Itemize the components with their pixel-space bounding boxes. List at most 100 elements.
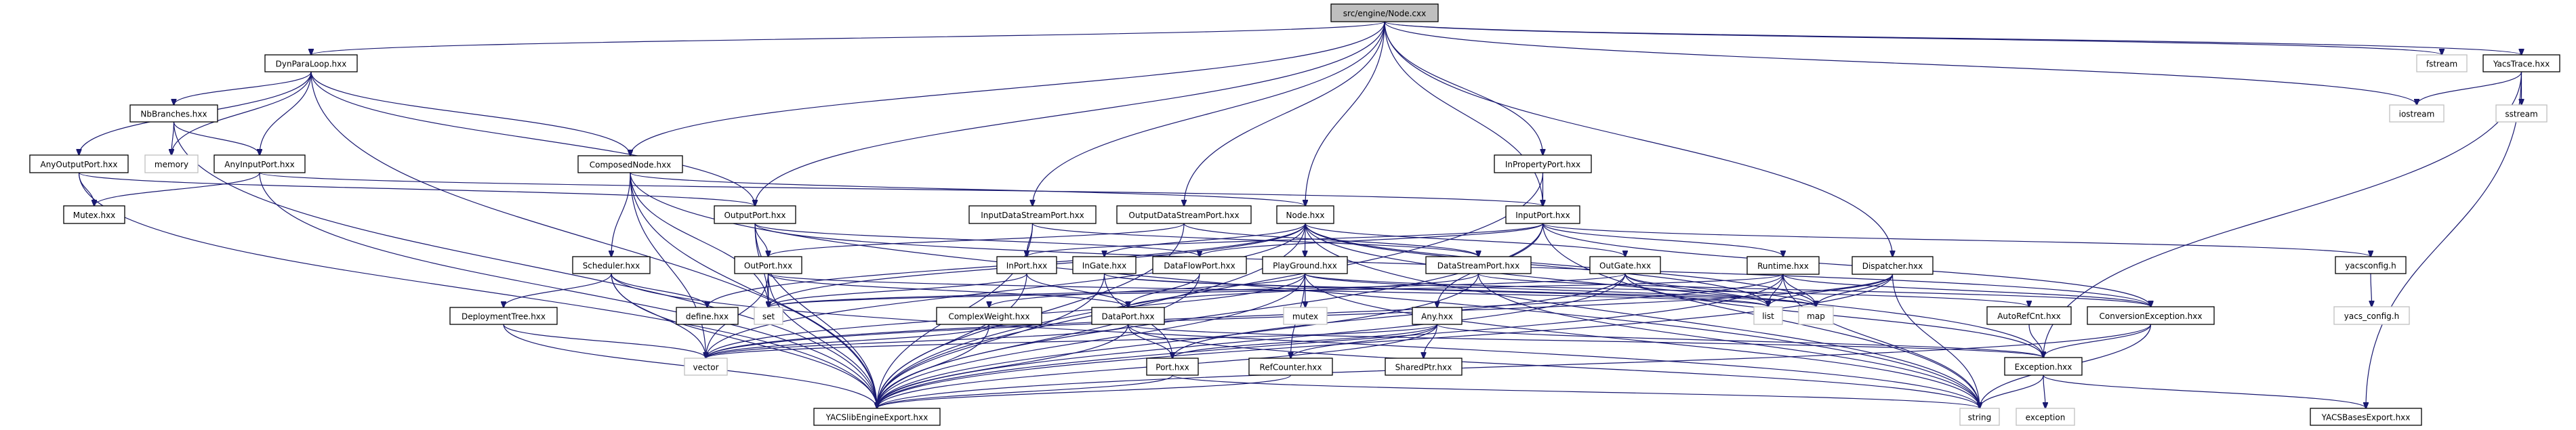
- node-in-property-port[interactable]: InPropertyPort.hxx: [1494, 154, 1592, 173]
- edge-dispatcher-to-string: [1892, 274, 1980, 408]
- node-label: DataFlowPort.hxx: [1164, 261, 1235, 271]
- edge-node-hxx-to-in-gate: [1105, 223, 1306, 257]
- edge-dyn-para-loop-to-yacslib-engine-export: [310, 71, 877, 408]
- node-runtime[interactable]: Runtime.hxx: [1746, 256, 1820, 275]
- node-box: [1248, 358, 1333, 376]
- nodes: src/engine/Node.cxxDynParaLoop.hxxNbBran…: [29, 3, 2560, 426]
- node-box: [1146, 358, 1199, 376]
- node-box: [1986, 306, 2072, 325]
- node-data-stream-port[interactable]: DataStreamPort.hxx: [1425, 256, 1532, 274]
- edge-yacsconfig-to-yacs-config: [2371, 273, 2372, 307]
- node-any-output-port[interactable]: AnyOutputPort.hxx: [29, 154, 129, 173]
- node-data-flow-port[interactable]: DataFlowPort.hxx: [1152, 256, 1247, 274]
- edge-input-data-stream-port-to-data-stream-port: [1031, 223, 1479, 257]
- edge-runtime-to-set: [769, 274, 1784, 307]
- node-label: memory: [155, 160, 188, 169]
- edge-data-stream-port-to-yacslib-engine-export: [877, 273, 1479, 408]
- edge-data-port-to-yacslib-engine-export: [877, 324, 1129, 408]
- node-composed-node[interactable]: ComposedNode.hxx: [577, 155, 683, 173]
- node-label: DataPort.hxx: [1101, 312, 1154, 322]
- node-label: OutputPort.hxx: [724, 211, 785, 220]
- edge-any-output-port-to-yacslib-engine-export: [78, 172, 878, 408]
- node-out-port[interactable]: OutPort.hxx: [734, 256, 802, 274]
- node-ref-counter[interactable]: RefCounter.hxx: [1248, 358, 1333, 376]
- node-vector: vector: [684, 358, 728, 376]
- node-scheduler[interactable]: Scheduler.hxx: [572, 256, 651, 274]
- edge-out-gate-to-set: [769, 273, 1626, 307]
- node-label: mutex: [1292, 312, 1318, 322]
- node-play-ground[interactable]: PlayGround.hxx: [1262, 256, 1348, 274]
- node-box: [1276, 205, 1334, 224]
- node-data-port[interactable]: DataPort.hxx: [1091, 307, 1165, 325]
- edge-root-to-node-hxx: [1305, 21, 1385, 206]
- node-node-hxx[interactable]: Node.hxx: [1276, 205, 1334, 224]
- node-label: InputPort.hxx: [1515, 211, 1570, 220]
- node-yacs-trace[interactable]: YacsTrace.hxx: [2482, 54, 2560, 72]
- node-box: [449, 307, 558, 325]
- node-auto-ref-cnt[interactable]: AutoRefCnt.hxx: [1986, 306, 2072, 325]
- node-output-data-stream-port[interactable]: OutputDataStreamPort.hxx: [1116, 205, 1252, 224]
- node-output-port[interactable]: OutputPort.hxx: [714, 205, 796, 224]
- edge-node-hxx-to-out-gate: [1305, 223, 1625, 257]
- node-label: set: [762, 312, 775, 322]
- node-label: string: [1968, 413, 1991, 423]
- node-label: ComplexWeight.hxx: [948, 312, 1029, 322]
- node-exception[interactable]: Exception.hxx: [2004, 357, 2083, 376]
- edge-exception-to-string: [1980, 374, 2044, 408]
- node-out-gate[interactable]: OutGate.hxx: [1589, 256, 1661, 274]
- node-input-data-stream-port[interactable]: InputDataStreamPort.hxx: [968, 205, 1097, 224]
- edge-output-data-stream-port-to-data-stream-port: [1183, 223, 1479, 257]
- node-list: list: [1753, 306, 1783, 325]
- node-label: Runtime.hxx: [1757, 261, 1809, 271]
- edge-root-to-input-port: [1384, 21, 1543, 206]
- node-label: Dispatcher.hxx: [1862, 261, 1923, 271]
- node-label: Exception.hxx: [2015, 362, 2072, 372]
- edge-port-to-string: [1172, 374, 1980, 408]
- node-box: [1152, 256, 1247, 274]
- node-root[interactable]: src/engine/Node.cxx: [1330, 3, 1439, 22]
- node-any-input-port[interactable]: AnyInputPort.hxx: [213, 154, 306, 173]
- edge-out-gate-to-list: [1624, 273, 1768, 307]
- node-yacsconfig[interactable]: yacsconfig.h: [2335, 256, 2407, 274]
- edge-any-output-port-to-mutex: [78, 172, 95, 206]
- edge-input-port-to-yacsconfig: [1542, 223, 2371, 257]
- node-label: AutoRefCnt.hxx: [1997, 311, 2061, 321]
- node-define[interactable]: define.hxx: [676, 307, 739, 325]
- node-port[interactable]: Port.hxx: [1146, 358, 1199, 376]
- edge-scheduler-to-string: [611, 273, 1980, 408]
- edge-node-hxx-to-list: [1305, 223, 1768, 307]
- edge-dispatcher-to-yacslib-engine-export: [877, 274, 1894, 408]
- node-label: Port.hxx: [1156, 363, 1189, 372]
- edge-conversion-exception-to-yacslib-engine-export: [877, 324, 2152, 408]
- node-in-gate[interactable]: InGate.hxx: [1072, 256, 1137, 274]
- node-box: [1852, 256, 1934, 275]
- edge-runtime-to-string: [1782, 274, 1980, 408]
- node-box: [1589, 256, 1661, 274]
- node-complex-weight[interactable]: ComplexWeight.hxx: [936, 307, 1042, 325]
- edge-ref-counter-to-yacslib-engine-export: [877, 374, 1292, 408]
- edge-exception-to-yacsbases-export: [2043, 374, 2366, 408]
- node-yacslib-engine-export[interactable]: YACSlibEngineExport.hxx: [813, 408, 941, 426]
- node-in-port[interactable]: InPort.hxx: [996, 256, 1057, 274]
- node-label: src/engine/Node.cxx: [1343, 9, 1426, 18]
- edge-data-port-to-exception: [1127, 324, 2044, 358]
- edge-runtime-to-map: [1782, 274, 1816, 307]
- edge-any-to-port: [1172, 324, 1438, 358]
- edge-root-to-input-data-stream-port: [1033, 21, 1385, 206]
- node-conversion-exception[interactable]: ConversionException.hxx: [2087, 306, 2215, 325]
- node-yacsbases-export[interactable]: YACSBasesExport.hxx: [2310, 408, 2422, 426]
- node-any[interactable]: Any.hxx: [1412, 307, 1463, 325]
- node-label: yacs_config.h: [2344, 311, 2399, 321]
- node-dyn-para-loop[interactable]: DynParaLoop.hxx: [264, 54, 358, 72]
- edge-data-stream-port-to-conversion-exception: [1477, 273, 2151, 307]
- node-label: map: [1807, 311, 1825, 321]
- node-mutex[interactable]: Mutex.hxx: [63, 205, 125, 224]
- node-label: OutPort.hxx: [744, 261, 792, 271]
- node-input-port[interactable]: InputPort.hxx: [1505, 205, 1580, 224]
- node-nb-branches[interactable]: NbBranches.hxx: [129, 104, 218, 123]
- node-dispatcher[interactable]: Dispatcher.hxx: [1852, 256, 1934, 275]
- node-deployment-tree[interactable]: DeploymentTree.hxx: [449, 307, 558, 325]
- edge-scheduler-to-define: [611, 273, 708, 307]
- node-shared-ptr[interactable]: SharedPtr.hxx: [1385, 358, 1463, 376]
- edge-dyn-para-loop-to-any-input-port: [260, 71, 312, 155]
